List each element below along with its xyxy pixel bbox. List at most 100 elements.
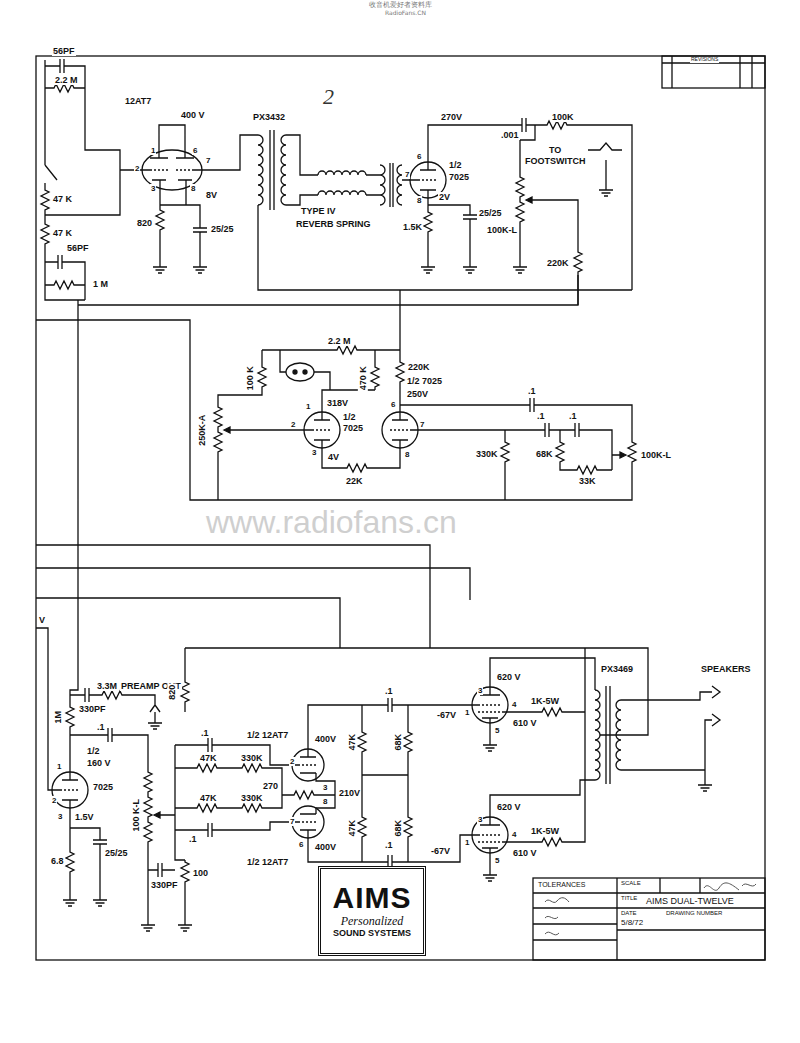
part-label: 100 K-L	[131, 798, 141, 833]
part-label: .1	[384, 686, 394, 696]
pin-number: 6	[416, 152, 422, 161]
part-label: 7025	[342, 423, 364, 433]
tube-symbol	[382, 412, 418, 448]
ground-symbol	[483, 740, 497, 751]
pin-number: 7	[419, 420, 425, 429]
pin-number: 7	[289, 817, 295, 826]
part-label: 100 K	[245, 365, 255, 391]
capacitor-symbol	[208, 823, 212, 837]
resistor-symbol	[371, 365, 379, 390]
part-label: TYPE IV	[300, 206, 337, 216]
pin-number: 3	[311, 448, 317, 457]
reverb-spring	[318, 171, 366, 175]
resistor-symbol	[41, 222, 49, 247]
resistor-symbol	[214, 405, 222, 430]
tube-symbol	[480, 695, 500, 718]
tube-symbol	[150, 158, 194, 180]
part-label: 12AT7	[124, 96, 152, 106]
pot-wiper	[224, 427, 230, 433]
tube-symbol	[298, 821, 318, 822]
resistor-symbol	[292, 791, 317, 799]
resistor-symbol	[181, 680, 189, 705]
part-label: 56PF	[66, 243, 90, 253]
ground-symbol	[178, 920, 192, 931]
resistor-symbol	[258, 365, 266, 390]
ground-symbol	[153, 262, 167, 273]
part-label: 25/25	[478, 208, 503, 218]
title-block	[533, 878, 765, 960]
pot-wiper	[620, 452, 626, 458]
resistor-symbol	[575, 466, 600, 474]
part-label: 820	[168, 683, 178, 700]
resistor-symbol	[345, 464, 370, 472]
part-label: 220K	[407, 362, 431, 372]
part-label: 1/2 7025	[406, 376, 443, 386]
resistor-symbol	[240, 764, 265, 772]
part-label: 68K	[393, 733, 403, 752]
tube-symbol	[418, 179, 438, 180]
revision-table	[662, 56, 765, 88]
part-label: 330PF	[78, 704, 107, 714]
header-text: 收音机爱好者资料库	[368, 1, 433, 9]
wire	[36, 628, 175, 920]
part-label: 610 V	[512, 848, 538, 858]
wire	[258, 135, 632, 290]
pot-wiper	[154, 812, 160, 818]
pin-number: 1	[305, 402, 311, 411]
neon-lamp	[303, 370, 307, 374]
logo-text: SOUND SYSTEMS	[324, 928, 420, 940]
neon-lamp	[286, 363, 314, 381]
part-label: .1	[527, 386, 537, 396]
part-label: .001	[500, 130, 520, 140]
pin-number: 2	[134, 164, 140, 173]
resistor-symbol	[144, 770, 152, 795]
revision-table	[662, 56, 765, 88]
reverb-spring	[318, 191, 366, 195]
part-label: 47K	[347, 819, 357, 838]
part-label: 400 V	[180, 110, 206, 120]
speaker-jack	[621, 686, 720, 780]
part-label: 820	[136, 218, 153, 228]
tube-symbol	[390, 429, 410, 430]
part-label: 1K-5W	[530, 696, 560, 706]
reverb-spring	[318, 171, 366, 195]
wire	[400, 405, 632, 500]
part-label: 1.5K	[402, 222, 423, 232]
resistor-symbol	[358, 730, 366, 755]
page-border	[36, 56, 765, 960]
capacitor-symbol	[60, 59, 64, 73]
resistor-symbol	[144, 795, 152, 820]
part-label: 1K-5W	[530, 826, 560, 836]
part-label: 56PF	[52, 46, 76, 56]
wire	[36, 275, 632, 705]
resistor-symbol	[501, 440, 509, 465]
resistor-symbol	[181, 860, 189, 885]
ground-symbol	[421, 262, 435, 273]
part-label: 47 K	[52, 194, 73, 204]
part-label: 7025	[448, 172, 470, 182]
ground-symbol	[599, 185, 613, 196]
resistor-symbol	[628, 440, 636, 465]
part-label: 1.5V	[74, 812, 95, 822]
resistor-symbol	[156, 208, 164, 233]
part-label: TO	[548, 145, 562, 155]
transformer-symbol	[616, 700, 621, 770]
part-label: .1	[568, 411, 578, 421]
part-label: 100K	[551, 112, 575, 122]
part-label: 1/2	[342, 412, 357, 422]
logo-text: Personalized	[324, 914, 420, 928]
ground-symbol	[93, 895, 107, 906]
part-label: 210V	[338, 788, 361, 798]
part-label: 100K-L	[640, 450, 672, 460]
part-label: 68K	[535, 449, 554, 459]
title-block-cell: DATE	[620, 910, 638, 917]
part-label: .1	[536, 411, 546, 421]
capacitor-symbol	[530, 398, 534, 412]
resistor-symbol	[240, 804, 265, 812]
pin-number: 4	[511, 700, 517, 709]
wire	[142, 125, 258, 262]
part-label: 400V	[314, 734, 337, 744]
resistor-symbol	[214, 430, 222, 455]
resistor-symbol	[516, 200, 524, 225]
part-label: 1/2	[86, 746, 101, 756]
